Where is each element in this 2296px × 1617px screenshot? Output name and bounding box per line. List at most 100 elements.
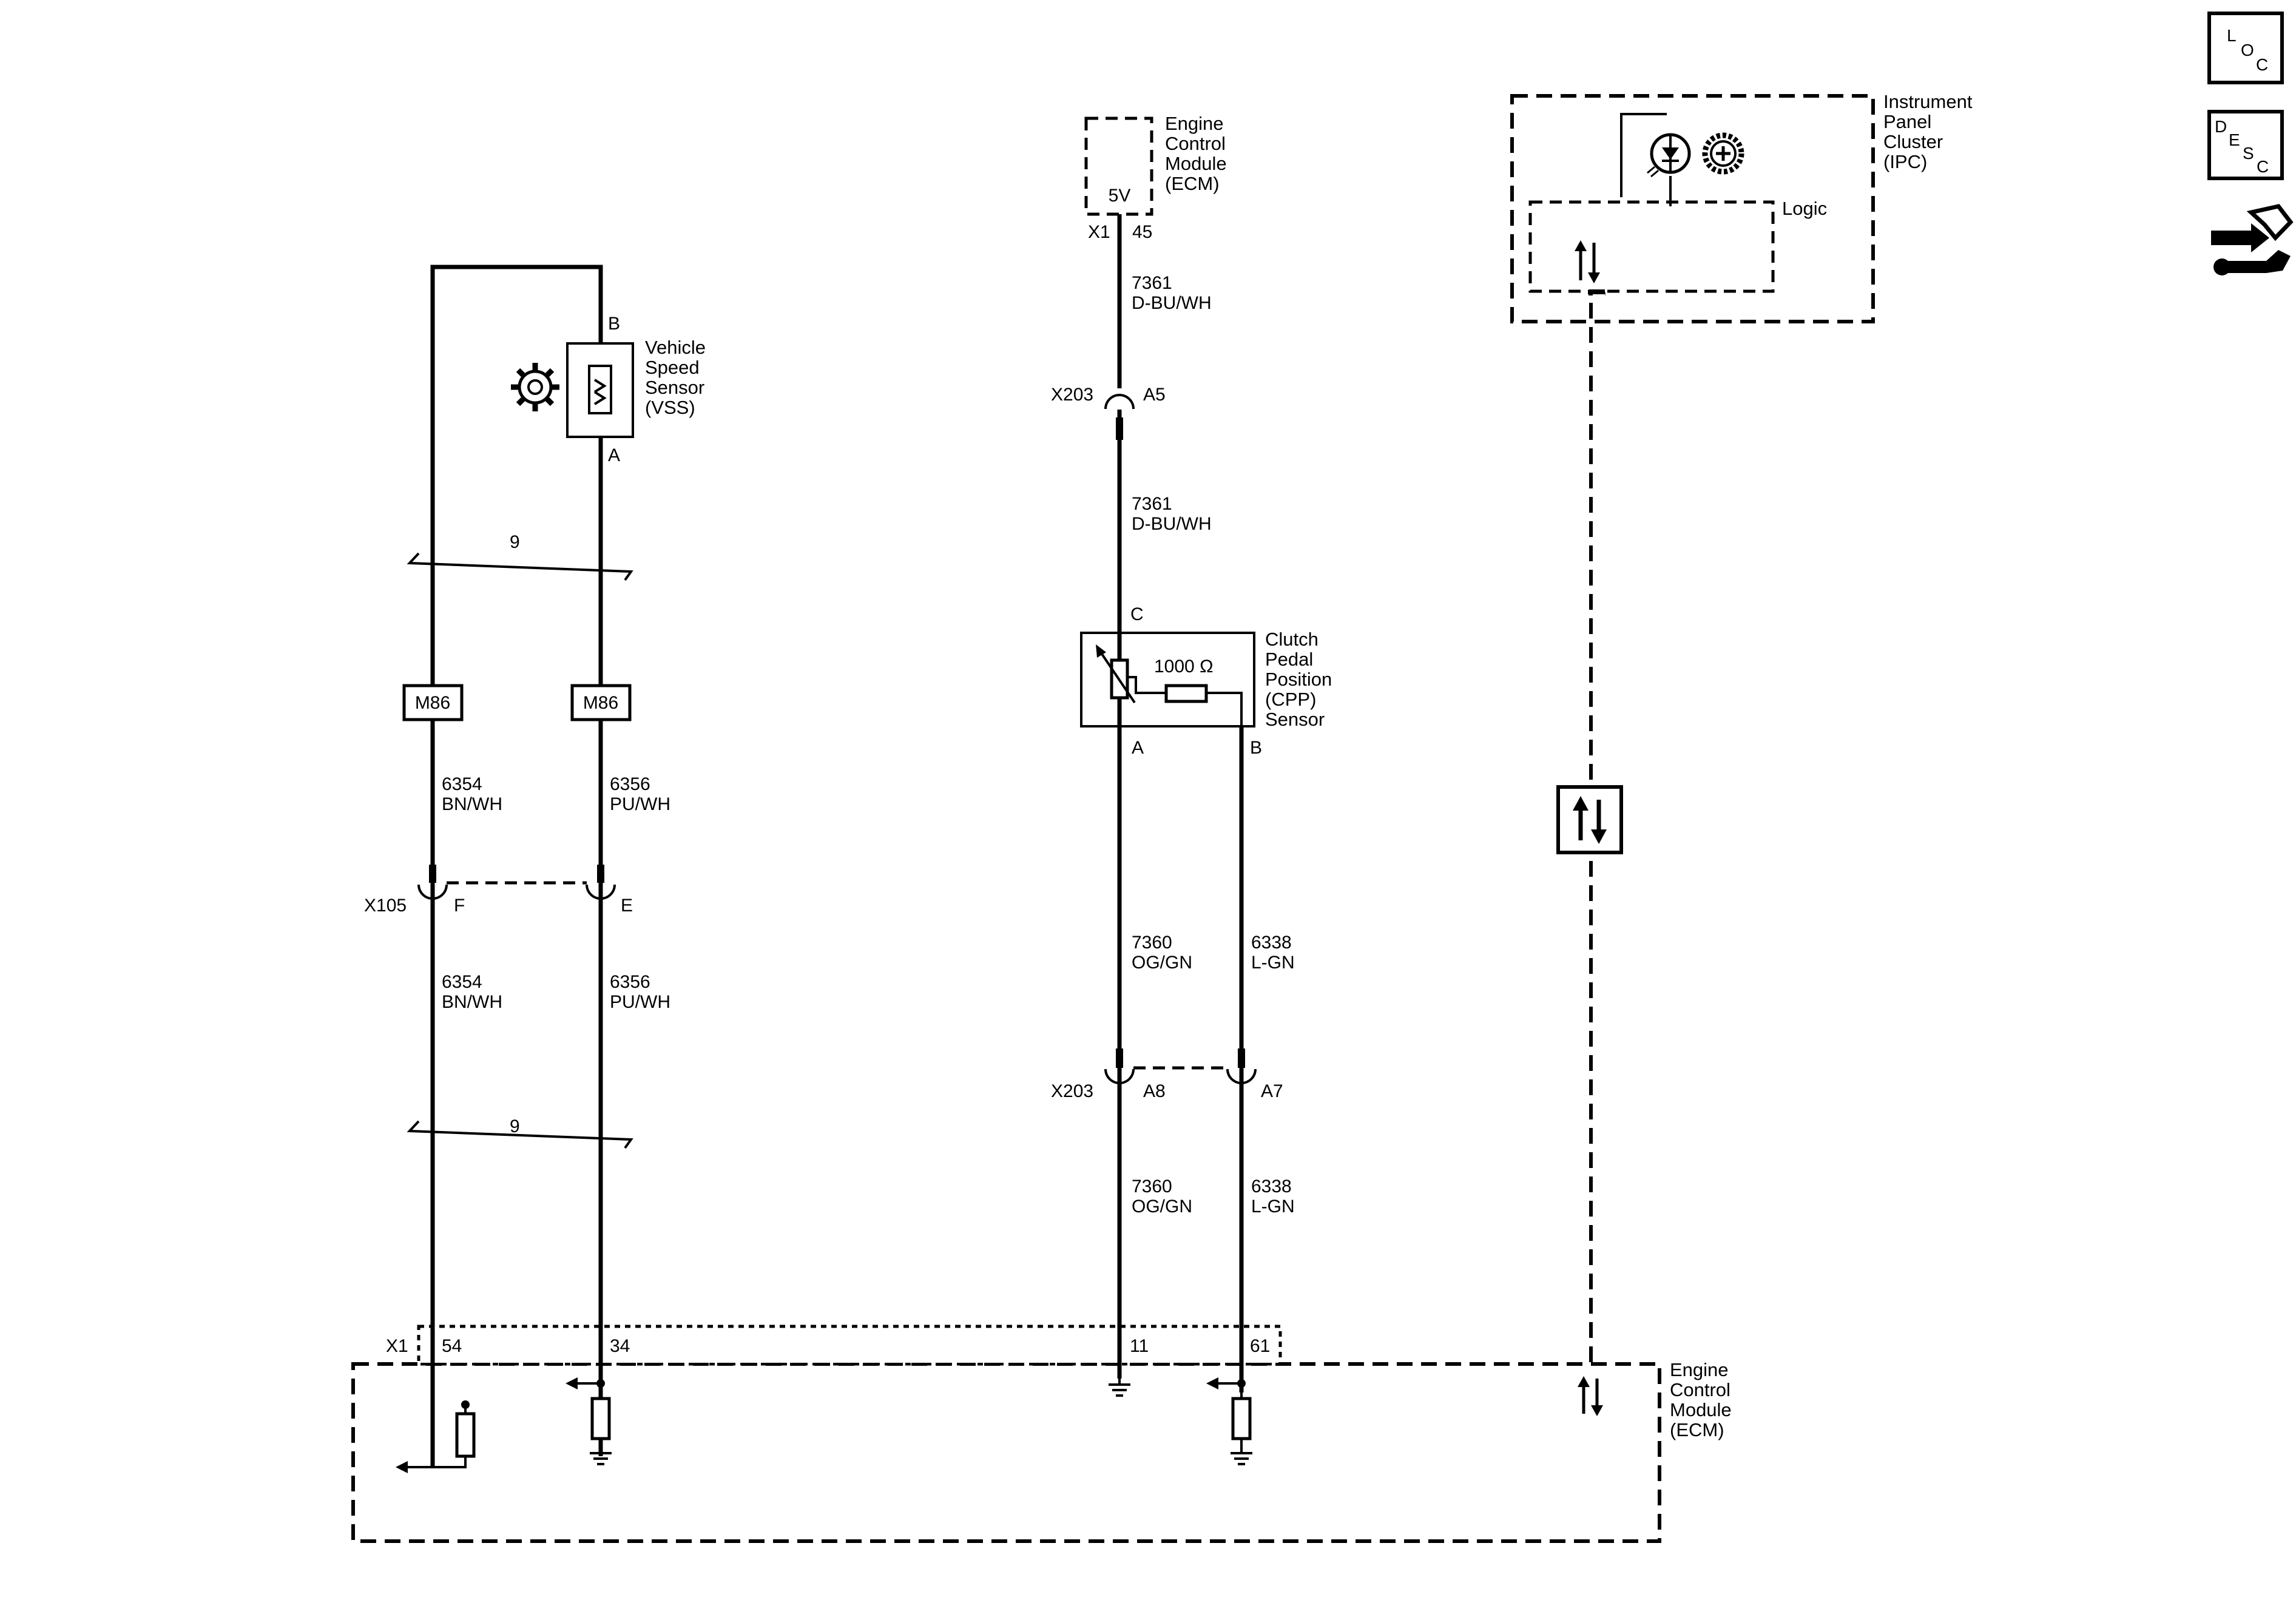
ipc-title-4: (IPC) (1883, 151, 1927, 172)
vss-title-2: Speed (645, 357, 700, 378)
vss-circuit: B A Vehicle Speed Sensor (VSS) 9 M86 M86… (364, 265, 706, 1456)
desc-icon[interactable] (2207, 110, 2284, 180)
wire-6356-circuit-a: 6356 (610, 774, 650, 794)
twist-count-top: 9 (510, 532, 520, 552)
wire-6356-circuit-b: 6356 (610, 972, 650, 992)
wire-6338-color-b: L-GN (1251, 1197, 1295, 1217)
ipc-logic-box[interactable] (1528, 200, 1775, 293)
loc-letter-3: C (2256, 55, 2268, 74)
loc-button[interactable]: L O C (2207, 12, 2284, 84)
bidirectional-arrow-icon-ipc (1575, 240, 1600, 283)
loc-letter-2: O (2241, 41, 2254, 59)
vss-sensor-box[interactable] (566, 342, 634, 438)
ecm-bottom-title-3: Module (1670, 1399, 1732, 1420)
twisted-pair-marker-bottom (407, 1120, 633, 1149)
ipc-title-3: Cluster (1883, 131, 1943, 152)
wire-7360-color-b: OG/GN (1132, 1197, 1192, 1217)
connector-x203-top[interactable] (1104, 388, 1135, 440)
ecm-pin-54-input (396, 1400, 476, 1473)
wire-6356-color-b: PU/WH (610, 992, 670, 1012)
x105-name: X105 (364, 896, 407, 916)
cpp-wiper-arrow (1098, 649, 1136, 704)
twist-count-bottom: 9 (510, 1116, 520, 1136)
bidirectional-arrow-icon-serial (1573, 796, 1607, 844)
ecm-bottom-box[interactable] (351, 1362, 1661, 1543)
wire-6338-color-a: L-GN (1251, 953, 1295, 973)
cpp-title-2: Pedal (1265, 649, 1313, 670)
indicator-lamp-icon (1647, 133, 1691, 178)
cpp-title-1: Clutch (1265, 629, 1319, 650)
connector-repair-icon[interactable] (2211, 204, 2294, 275)
vss-pin-b: B (608, 314, 620, 334)
loc-letter-1: L (2227, 26, 2237, 45)
x203-top-name: X203 (1051, 385, 1093, 405)
wire-7361-color-b: D-BU/WH (1132, 514, 1212, 534)
bidirectional-arrow-icon-ecm (1578, 1376, 1603, 1416)
ecm-bottom-title-1: Engine (1670, 1359, 1729, 1380)
ecm-top-title-2: Control (1165, 133, 1226, 154)
cpp-title-3: Position (1265, 669, 1332, 690)
ipc-box[interactable] (1510, 94, 1875, 323)
cpp-pin-b: B (1250, 738, 1262, 758)
serial-data-symbol-box[interactable] (1556, 785, 1623, 854)
arrow-left-icon (396, 1461, 408, 1473)
ecm-bottom-pin-54: 54 (442, 1336, 462, 1356)
cruise-gear-icon (1702, 132, 1744, 175)
vss-pin-a: A (608, 445, 620, 465)
cpp-pin-a: A (1132, 738, 1144, 758)
cpp-circuit: 5V Engine Control Module (ECM) X1 45 736… (1051, 113, 1332, 1379)
splice-m86-left[interactable] (402, 684, 464, 721)
vss-title-1: Vehicle (645, 337, 706, 358)
vss-sensor-coil-icon (593, 379, 607, 405)
ecm-bottom-title-4: (ECM) (1670, 1419, 1724, 1440)
wire-7361-circuit-a: 7361 (1132, 273, 1172, 293)
cpp-title-4: (CPP) (1265, 689, 1316, 710)
splice-m86-left-label: M86 (415, 693, 450, 713)
desc-letter-4: C (2257, 157, 2269, 176)
wire-6354-run[interactable] (430, 265, 603, 1456)
ipc-indicator-frame (1620, 113, 1667, 197)
x203-bottom-pin-a8: A8 (1143, 1081, 1166, 1101)
ecm-top-title-1: Engine (1165, 113, 1224, 134)
ecm-pin-11-ground (1109, 1376, 1130, 1397)
splice-m86-right[interactable] (570, 684, 632, 721)
connector-x105[interactable] (417, 865, 616, 900)
splice-m86-right-label: M86 (583, 693, 618, 713)
ecm-pin-61-input (1206, 1377, 1252, 1465)
ipc-title-1: Instrument (1883, 91, 1973, 112)
ecm-top-conn: X1 (1088, 222, 1110, 242)
cpp-wiper-arrowhead (1096, 644, 1106, 658)
ecm-top-pin: 45 (1132, 222, 1152, 242)
cpp-internal-trace (1127, 676, 1166, 694)
twisted-pair-marker-top (407, 552, 633, 581)
cpp-sensor-box[interactable] (1080, 632, 1255, 727)
vss-title-4: (VSS) (645, 397, 695, 418)
wire-6356-color-a: PU/WH (610, 794, 670, 814)
loc-icon[interactable] (2207, 12, 2284, 84)
x105-pin-e: E (621, 896, 633, 916)
desc-button[interactable]: D E S C (2207, 110, 2284, 180)
ipc-module: Instrument Panel Cluster (IPC) Logic (1510, 91, 1973, 323)
x203-bottom-name: X203 (1051, 1081, 1093, 1101)
cpp-resistor (1164, 684, 1208, 703)
x105-pin-f: F (454, 896, 465, 916)
ecm-top-title-4: (ECM) (1165, 173, 1220, 194)
vss-sensor-element (588, 365, 612, 414)
ecm-bottom-conn: X1 (386, 1336, 408, 1356)
ecm-bottom-connector-x1[interactable] (417, 1325, 1282, 1366)
cpp-internal-trace-b (1206, 692, 1243, 726)
serial-data-route[interactable] (1589, 291, 1605, 1365)
x203-bottom-pin-a7: A7 (1261, 1081, 1283, 1101)
wire-7360-circuit-b: 7360 (1132, 1176, 1172, 1197)
cpp-title-5: Sensor (1265, 709, 1325, 730)
wire-7360-circuit-a: 7360 (1132, 933, 1172, 953)
ecm-top-voltage: 5V (1109, 186, 1131, 206)
ecm-top-title-3: Module (1165, 153, 1227, 174)
connector-x203-bottom[interactable] (1104, 1048, 1257, 1084)
wire-6338-circuit-b: 6338 (1251, 1176, 1292, 1197)
cpp-pin-c: C (1130, 604, 1144, 624)
wire-6354-circuit-b: 6354 (442, 972, 482, 992)
wire-7361-color-a: D-BU/WH (1132, 293, 1212, 313)
ipc-title-2: Panel (1883, 111, 1931, 132)
